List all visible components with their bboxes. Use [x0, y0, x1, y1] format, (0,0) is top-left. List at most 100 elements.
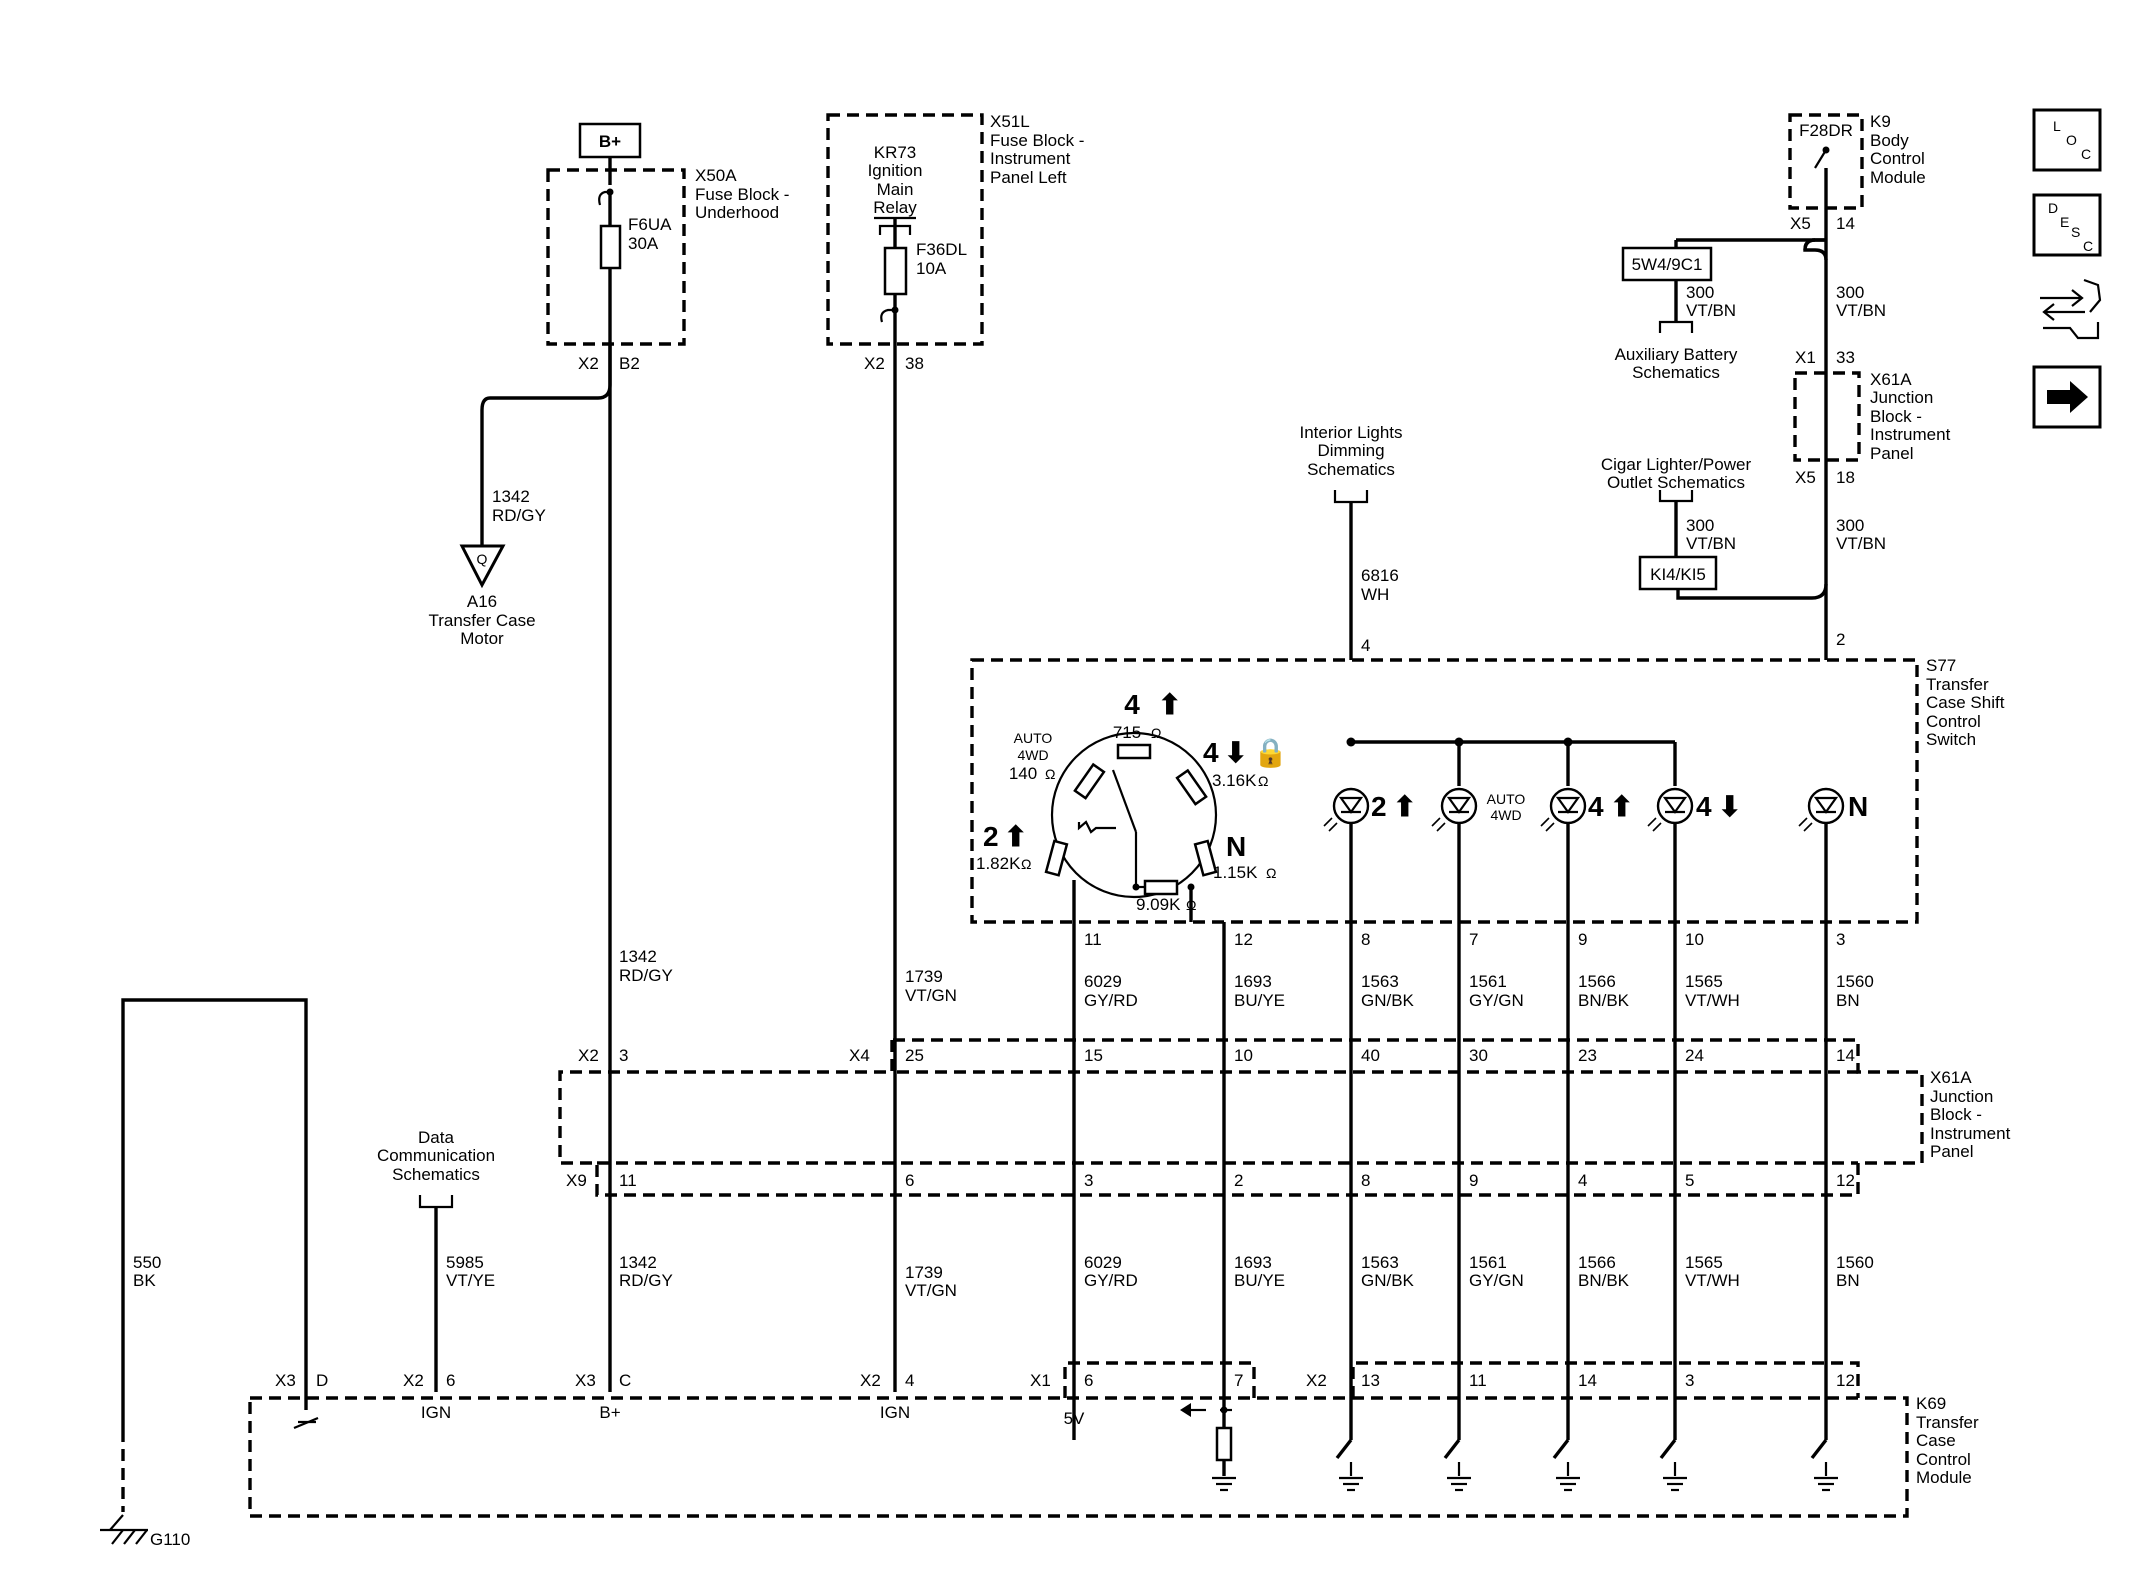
column-s77-pin: 7 — [1469, 930, 1478, 949]
r-n-label: N — [1226, 831, 1246, 862]
cigar-line1: Cigar Lighter/Power — [1601, 455, 1752, 474]
svg-text:⬆: ⬆ — [1004, 821, 1027, 852]
r-4up-val: 715 — [1113, 723, 1141, 742]
r-bot-val: 9.09K — [1136, 895, 1181, 914]
x61a-top-id: X61A — [1870, 370, 1912, 389]
k69-bplus: B+ — [599, 1403, 620, 1422]
fuse-f36dl-label: F36DL — [916, 240, 967, 259]
ign-wire-color: VT/GN — [905, 986, 957, 1005]
s77-line2: Case Shift — [1926, 693, 2005, 712]
k69-ign1: IGN — [421, 1403, 451, 1422]
led-4dn-label: 4 — [1696, 791, 1712, 822]
column-lower-wire-num: 1693 — [1234, 1253, 1272, 1272]
resistor-icon — [1044, 839, 1069, 877]
svg-text:⬇: ⬇ — [1718, 791, 1741, 822]
x61a-mid-id: X61A — [1930, 1068, 1972, 1087]
svg-text:D: D — [2048, 200, 2058, 216]
k9-fuse: F28DR — [1799, 121, 1853, 140]
relay-line4: Relay — [873, 198, 917, 217]
k9-body-control-module: F28DR K9 Body Control Module X5 14 — [1788, 112, 1926, 233]
svg-text:⬆: ⬆ — [1610, 791, 1633, 822]
connector-tool-button[interactable] — [2040, 278, 2102, 340]
column-wire-num: 1566 — [1578, 972, 1616, 991]
fuse-f6ua-label: F6UA — [628, 215, 672, 234]
aux-battery-branch: 5W4/9C1 300 VT/BN Auxiliary Battery Sche… — [1615, 208, 1828, 382]
column-wire-color: VT/WH — [1685, 991, 1740, 1010]
x61a-top-line3: Instrument — [1870, 425, 1951, 444]
relay-line2: Ignition — [868, 161, 923, 180]
r-2up-val: 1.82K — [976, 854, 1021, 873]
datacomm-wire-color: VT/YE — [446, 1271, 495, 1290]
k69-pin-d: D — [316, 1371, 328, 1390]
next-page-button[interactable] — [2032, 365, 2102, 429]
led-icon — [1431, 787, 1478, 832]
x61a-out-pin: 2 — [1836, 630, 1845, 649]
x61a-mid-line4: Panel — [1930, 1142, 1973, 1161]
bplus-lower-wire-num: 1342 — [619, 1253, 657, 1272]
loc-button[interactable]: L O C — [2032, 108, 2102, 172]
k69-line1: Transfer — [1916, 1413, 1979, 1432]
ground-wire-color: BK — [133, 1271, 156, 1290]
k69-line2: Case — [1916, 1431, 1956, 1450]
column-x4-pin: 15 — [1084, 1046, 1103, 1065]
x51l-line2: Instrument — [990, 149, 1071, 168]
datacomm-wire-num: 5985 — [446, 1253, 484, 1272]
k69-ign2: IGN — [880, 1403, 910, 1422]
column-wire-num: 1565 — [1685, 972, 1723, 991]
column-k69-pin: 3 — [1685, 1371, 1694, 1390]
r-4dn-label: 4 — [1203, 737, 1219, 768]
k9-line1: Body — [1870, 131, 1909, 150]
column-k69-pin: 14 — [1578, 1371, 1597, 1390]
column-s77-pin: 11 — [1084, 930, 1102, 949]
ground-id: G110 — [150, 1530, 190, 1549]
column-lower-wire-num: 6029 — [1084, 1253, 1122, 1272]
ign-wire-num: 1739 — [905, 967, 943, 986]
led-icon — [1647, 787, 1694, 832]
x50a-id: X50A — [695, 166, 737, 185]
x50a-line1: Fuse Block - — [695, 185, 789, 204]
x61a-mid-conn-x4: X4 — [849, 1046, 870, 1065]
resistor-icon — [1193, 839, 1218, 877]
aux-wire-color: VT/BN — [1686, 301, 1736, 320]
aux-box: 5W4/9C1 — [1632, 255, 1703, 274]
svg-text:O: O — [2066, 132, 2077, 148]
motor-line2: Motor — [460, 629, 504, 648]
column-s77-pin: 9 — [1578, 930, 1587, 949]
ohm: Ω — [1266, 865, 1276, 881]
column-wire-num: 1693 — [1234, 972, 1272, 991]
column-x9-pin: 12 — [1836, 1171, 1855, 1190]
aux-line1: Auxiliary Battery — [1615, 345, 1738, 364]
column-x9-pin: 3 — [1084, 1171, 1093, 1190]
k69-pin-4: 4 — [905, 1371, 914, 1390]
fuse-f6ua-icon — [599, 224, 622, 270]
led-4up-label: 4 — [1588, 791, 1604, 822]
column-lower-wire-color: VT/WH — [1685, 1271, 1740, 1290]
column-x4-pin: 30 — [1469, 1046, 1488, 1065]
x61a-out-wire-num: 300 — [1836, 516, 1864, 535]
ign-lower-wire-num: 1739 — [905, 1263, 943, 1282]
relay-line1: KR73 — [874, 143, 917, 162]
k69-id: K69 — [1916, 1394, 1946, 1413]
x61a-mid-pin-3: 3 — [619, 1046, 628, 1065]
x51l-line1: Fuse Block - — [990, 131, 1084, 150]
x51l-line3: Panel Left — [990, 168, 1067, 187]
x61a-mid-pin-25: 25 — [905, 1046, 924, 1065]
column-wire-color: GY/GN — [1469, 991, 1524, 1010]
dimming-branch: Interior Lights Dimming Schematics 6816 … — [1300, 423, 1403, 660]
s77-id: S77 — [1926, 656, 1956, 675]
column-wire-num: 1561 — [1469, 972, 1507, 991]
column-wire-color: BU/YE — [1234, 991, 1285, 1010]
column-lower-wire-num: 1566 — [1578, 1253, 1616, 1272]
datacomm-line1: Data — [418, 1128, 454, 1147]
x61a-top-pin1: 33 — [1836, 348, 1855, 367]
desc-button[interactable]: D E S C — [2032, 193, 2102, 257]
column-lower-wire-color: GN/BK — [1361, 1271, 1415, 1290]
column-k69-pin: 13 — [1361, 1371, 1380, 1390]
column-x4-pin: 40 — [1361, 1046, 1380, 1065]
k69-line4: Module — [1916, 1468, 1972, 1487]
column-lower-wire-color: BN — [1836, 1271, 1860, 1290]
dimming-line2: Dimming — [1317, 441, 1384, 460]
